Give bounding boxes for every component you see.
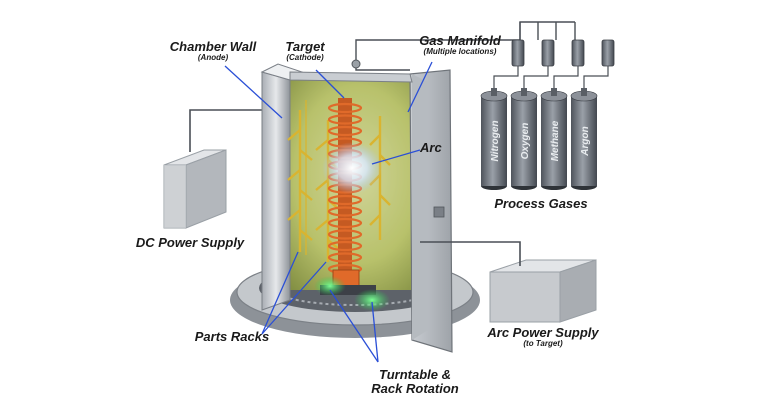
dc-power-supply-text: DC Power Supply [135, 235, 245, 250]
gas-manifold-text: Gas Manifold [419, 33, 501, 48]
coil-ring [327, 194, 363, 206]
arc-power-supply-text: Arc Power Supply [487, 325, 599, 340]
gas-lines [493, 66, 609, 90]
label-arc: Arc [420, 141, 450, 155]
turntable-text-line1: Turntable & [379, 367, 451, 382]
gas-regulators [511, 39, 615, 67]
green-glow-right [354, 289, 390, 311]
gas-cylinder-label: Argon [580, 126, 591, 156]
target-subtext: (Cathode) [286, 52, 324, 62]
arc-glow [322, 142, 382, 194]
coil-ring [327, 102, 363, 114]
leader-turntable-1 [329, 289, 379, 363]
gas-cylinder-label: Oxygen [520, 123, 531, 160]
coil-ring [327, 114, 363, 125]
gas-cylinder-nitrogen: Nitrogen [480, 88, 508, 190]
label-gas-manifold: Gas Manifold (Multiple locations) [410, 34, 510, 56]
process-gases-text: Process Gases [494, 196, 588, 211]
coil-ring [327, 217, 363, 229]
coil-ring [327, 229, 363, 240]
coil-ring [327, 252, 363, 263]
gas-cylinder-argon: Argon [570, 88, 598, 190]
label-parts-racks: Parts Racks [190, 330, 274, 344]
coil-ring [327, 240, 363, 252]
label-target: Target (Cathode) [270, 40, 340, 62]
chamber-wall-text: Chamber Wall [169, 39, 257, 54]
coil-ring [327, 206, 363, 217]
coil-ring [327, 125, 363, 137]
gas-line [523, 66, 549, 90]
gas-line [583, 66, 609, 90]
target-text: Target [285, 39, 325, 54]
gas-line [553, 66, 579, 90]
label-turntable: Turntable & Rack Rotation [360, 368, 470, 395]
arc-power-cable [420, 241, 521, 266]
gas-manifold-subtext: (Multiple locations) [423, 46, 497, 56]
gas-cylinder-label: Nitrogen [490, 120, 501, 161]
process-gas-cylinders: Nitrogen Oxygen Methane Argon [480, 88, 598, 190]
arc-power-supply-box [489, 259, 597, 323]
leader-gas-manifold [407, 61, 433, 113]
dc-power-supply-box [163, 149, 227, 229]
gas-line [493, 66, 519, 90]
leader-chamber-wall [224, 65, 283, 119]
leader-turntable-2 [371, 301, 379, 363]
gas-cylinder-label: Methane [550, 120, 561, 161]
label-process-gases: Process Gases [486, 197, 596, 211]
arc-text: Arc [420, 140, 442, 155]
gas-cylinder-methane: Methane [540, 88, 568, 190]
gas-regulator [571, 39, 585, 67]
chamber-door [289, 69, 453, 353]
label-dc-power-supply: DC Power Supply [130, 236, 250, 250]
leader-lines [224, 61, 433, 363]
green-glow-left [314, 276, 346, 296]
label-chamber-wall: Chamber Wall (Anode) [158, 40, 268, 62]
leader-parts-racks-1 [261, 251, 299, 335]
gas-cylinder-oxygen: Oxygen [510, 88, 538, 190]
leader-parts-racks-2 [261, 261, 327, 335]
gas-regulator [511, 39, 525, 67]
gas-regulator [541, 39, 555, 67]
parts-racks-text: Parts Racks [194, 329, 270, 344]
arc-power-supply-subtext: (to Target) [523, 338, 563, 348]
leader-target [315, 69, 345, 99]
leader-arc [371, 149, 421, 165]
chamber-wall-subtext: (Anode) [197, 52, 229, 62]
gas-regulator [601, 39, 615, 67]
turntable-text-line2: Rack Rotation [371, 380, 459, 396]
gas-manifold-nozzle [351, 59, 361, 69]
label-arc-power-supply: Arc Power Supply (to Target) [478, 326, 608, 348]
